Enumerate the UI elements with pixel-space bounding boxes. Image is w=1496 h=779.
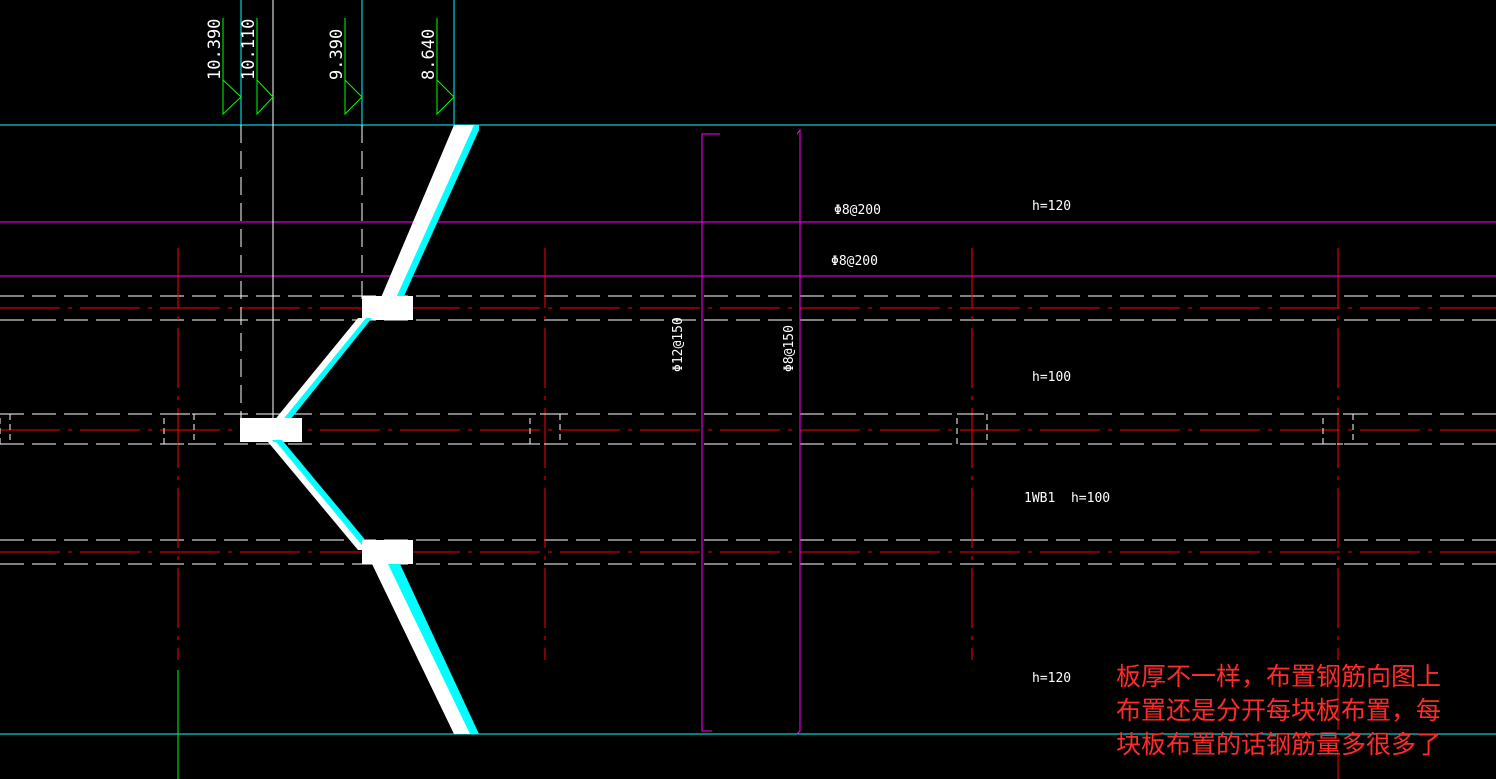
- slab-label-h4: h=120: [1032, 671, 1071, 686]
- note-line-1: 板厚不一样，布置钢筋向图上: [1116, 662, 1442, 691]
- slab-label-h2: h=100: [1032, 370, 1071, 385]
- slab-label-h1: h=120: [1032, 199, 1071, 214]
- elevation-labels: 10.390 10.110 9.390 8.640: [205, 19, 439, 80]
- beam-dashed-lines: [0, 295, 1496, 565]
- elevation-label-1: 10.390: [205, 19, 225, 80]
- rebar-labels: Φ8@200 Φ8@200 Φ12@150 Φ8@150: [671, 203, 881, 372]
- elevation-label-2: 10.110: [239, 19, 259, 80]
- rebar-label-top-1: Φ8@200: [834, 203, 881, 218]
- column-boxes: [0, 413, 1354, 445]
- note-line-3: 块板布置的话钢筋量多很多了: [1116, 730, 1442, 759]
- slab-section: [240, 125, 479, 734]
- note-line-2: 布置还是分开每块板布置，每: [1116, 696, 1442, 725]
- rebar-label-vertical-2: Φ8@150: [782, 325, 797, 372]
- axis-lines-vertical: [177, 248, 1339, 660]
- slab-labels: h=120 h=100 1WB1 h=100 h=120: [1024, 199, 1110, 686]
- elevation-label-4: 8.640: [419, 29, 439, 80]
- rebar-lines: [701, 128, 801, 735]
- elevation-markers: [222, 18, 455, 116]
- axis-lines-horizontal: [0, 307, 1496, 553]
- slab-label-h3: 1WB1 h=100: [1024, 491, 1110, 506]
- rebar-label-vertical-1: Φ12@150: [671, 317, 686, 372]
- question-note: 板厚不一样，布置钢筋向图上 布置还是分开每块板布置，每 块板布置的话钢筋量多很多…: [1116, 660, 1494, 762]
- elevation-label-3: 9.390: [327, 29, 347, 80]
- rebar-label-top-2: Φ8@200: [831, 254, 878, 269]
